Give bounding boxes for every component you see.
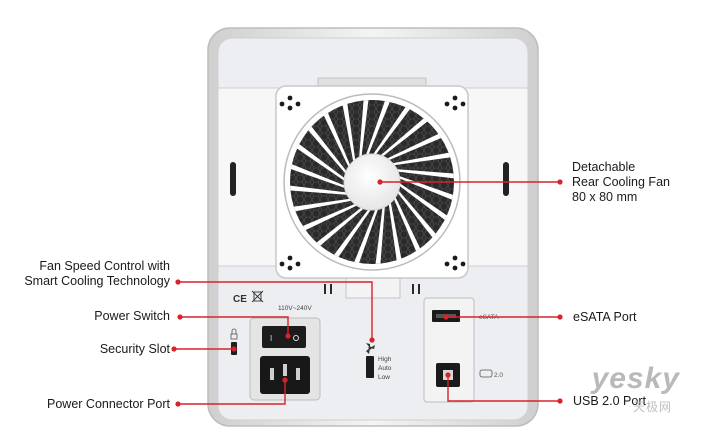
leader-fan-speed	[178, 281, 373, 340]
fan-blade	[293, 198, 354, 212]
fan-blade	[334, 207, 372, 257]
fan-blade	[359, 100, 369, 160]
fan-blade	[290, 185, 350, 195]
leader-dots	[171, 179, 563, 407]
callout-fan-speed-line-1: Fan Speed Control with	[39, 259, 170, 273]
fan-blade	[365, 101, 390, 157]
fan-blade	[291, 164, 347, 189]
fan-blade	[397, 182, 447, 220]
fan-speed-switch[interactable]	[366, 356, 374, 378]
right-handle-slot	[503, 162, 509, 196]
fan-blade	[396, 188, 436, 238]
voltage-rating: 110V~240V	[278, 305, 312, 312]
leader-lines	[174, 181, 560, 405]
fan-icon	[366, 343, 375, 354]
vent-slits	[324, 284, 420, 294]
fan-mode-auto: Auto	[378, 365, 392, 372]
fan-blade	[378, 118, 428, 158]
leader-power-switch	[180, 316, 289, 336]
callout-fan-speed: Fan Speed Control with Smart Cooling Tec…	[24, 259, 170, 289]
left-handle-slot	[230, 162, 236, 196]
callout-fan: Detachable Rear Cooling Fan 80 x 80 mm	[572, 160, 670, 205]
fan-mode-low: Low	[378, 374, 390, 381]
weee-bin-icon	[251, 290, 264, 303]
fan-blade	[393, 195, 421, 252]
fan-blade	[302, 203, 359, 231]
fan-blade	[316, 206, 366, 246]
fan-blade	[388, 200, 402, 261]
callout-power-switch: Power Switch	[94, 309, 170, 323]
power-switch-off-mark	[293, 335, 299, 341]
callout-fan-line-1: Detachable	[572, 160, 636, 174]
fan-mount-holes	[279, 95, 466, 271]
leader-usb	[447, 375, 560, 402]
callout-security-slot: Security Slot	[99, 342, 170, 356]
callout-power-connector: Power Connector Port	[47, 397, 170, 411]
power-switch-on-mark: I	[270, 334, 272, 343]
lock-icon	[230, 328, 238, 340]
fan-mode-high: High	[378, 356, 392, 363]
usb-label: 2.0	[494, 372, 503, 379]
callout-fan-speed-line-2: Smart Cooling Technology	[24, 274, 170, 288]
fan-blade	[323, 112, 351, 169]
fan-blade	[308, 126, 348, 176]
watermark-sub: 天极网	[632, 400, 672, 414]
fan-blade	[385, 133, 442, 161]
fan-blade	[342, 103, 356, 164]
callout-fan-line-3: 80 x 80 mm	[572, 190, 638, 204]
usb-icon	[479, 369, 493, 378]
callout-fan-line-2: Rear Cooling Fan	[572, 175, 670, 189]
callout-esata: eSATA Port	[573, 310, 637, 324]
fan-blade	[297, 144, 347, 182]
iec-pins	[270, 364, 300, 380]
watermark-brand: yesky	[591, 362, 680, 395]
power-switch[interactable]	[262, 326, 306, 348]
fan-blade	[390, 152, 451, 166]
fan-blade	[372, 107, 410, 157]
ce-mark: CE	[233, 294, 247, 305]
fan-blade	[354, 207, 379, 263]
callout-usb: USB 2.0 Port	[573, 394, 646, 408]
leader-power-connector	[178, 380, 286, 405]
fan-blade	[394, 169, 454, 179]
fan-blade	[375, 204, 385, 264]
fan-blades	[290, 100, 454, 264]
